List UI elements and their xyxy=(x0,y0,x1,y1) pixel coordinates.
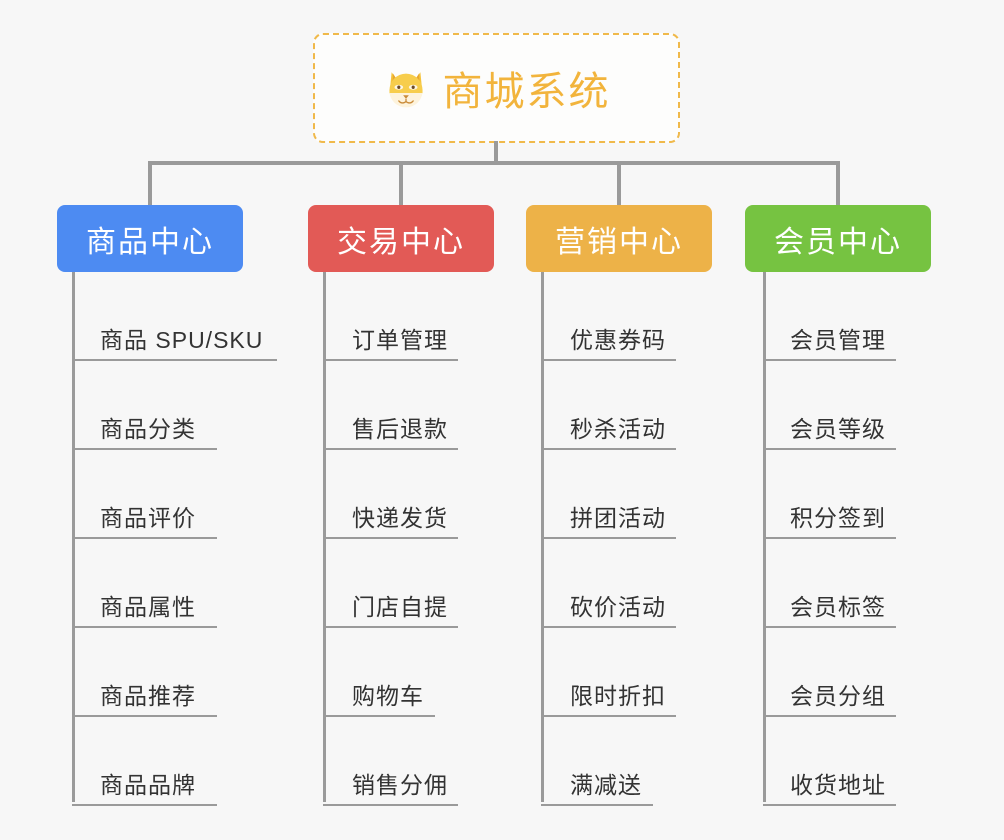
leaf-underline xyxy=(323,537,458,539)
leaf-item-label: 优惠券码 xyxy=(570,327,666,353)
leaf-item[interactable]: 收货地址 xyxy=(763,717,896,806)
leaf-item-label: 商品评价 xyxy=(100,505,196,531)
category-header-label: 会员中心 xyxy=(774,225,902,259)
leaf-item-label: 商品 SPU/SKU xyxy=(100,327,264,353)
connector-drop-2 xyxy=(399,161,403,207)
leaf-item[interactable]: 会员管理 xyxy=(763,272,896,361)
leaf-item[interactable]: 商品 SPU/SKU xyxy=(72,272,277,361)
leaf-item-label: 秒杀活动 xyxy=(570,416,666,442)
leaf-underline xyxy=(541,537,676,539)
leaf-item[interactable]: 会员标签 xyxy=(763,539,896,628)
connector-root-stem xyxy=(494,141,498,164)
leaf-underline xyxy=(72,359,277,361)
leaf-item[interactable]: 门店自提 xyxy=(323,539,458,628)
leaf-underline xyxy=(541,626,676,628)
leaf-item-label: 会员分组 xyxy=(790,683,886,709)
category-header-label: 商品中心 xyxy=(86,225,214,259)
leaf-underline xyxy=(323,448,458,450)
leaf-list-trade-center: 订单管理售后退款快递发货门店自提购物车销售分佣 xyxy=(323,272,458,806)
leaf-underline xyxy=(323,804,458,806)
leaf-underline xyxy=(323,715,435,717)
leaf-underline xyxy=(323,626,458,628)
leaf-item[interactable]: 积分签到 xyxy=(763,450,896,539)
shiba-dog-emoji xyxy=(383,65,429,111)
leaf-item[interactable]: 会员分组 xyxy=(763,628,896,717)
root-node[interactable]: 商城系统 xyxy=(313,33,680,143)
leaf-item-label: 砍价活动 xyxy=(570,594,666,620)
category-header-label: 营销中心 xyxy=(555,225,683,259)
leaf-underline xyxy=(541,359,676,361)
leaf-underline xyxy=(541,715,676,717)
leaf-item-label: 售后退款 xyxy=(352,416,448,442)
leaf-item[interactable]: 商品推荐 xyxy=(72,628,263,717)
leaf-item-label: 订单管理 xyxy=(352,327,448,353)
leaf-item-label: 满减送 xyxy=(570,772,642,798)
leaf-item[interactable]: 限时折扣 xyxy=(541,628,676,717)
leaf-underline xyxy=(763,359,896,361)
leaf-item[interactable]: 拼团活动 xyxy=(541,450,676,539)
leaf-underline xyxy=(763,715,896,717)
leaf-item[interactable]: 销售分佣 xyxy=(323,717,458,806)
category-header-label: 交易中心 xyxy=(337,225,465,259)
leaf-underline xyxy=(763,804,896,806)
root-title: 商城系统 xyxy=(442,70,611,114)
leaf-item[interactable]: 售后退款 xyxy=(323,361,458,450)
leaf-item-label: 销售分佣 xyxy=(352,772,448,798)
leaf-item-label: 拼团活动 xyxy=(570,505,666,531)
leaf-list-member-center: 会员管理会员等级积分签到会员标签会员分组收货地址 xyxy=(763,272,896,806)
leaf-item-label: 门店自提 xyxy=(352,594,448,620)
leaf-item[interactable]: 满减送 xyxy=(541,717,666,806)
leaf-item-label: 购物车 xyxy=(352,683,424,709)
connector-drop-1 xyxy=(148,161,152,207)
leaf-underline xyxy=(541,804,653,806)
category-header-product-center[interactable]: 商品中心 xyxy=(57,205,243,272)
leaf-underline xyxy=(72,626,217,628)
leaf-underline xyxy=(72,537,217,539)
leaf-item-label: 商品分类 xyxy=(100,416,196,442)
connector-horizontal-bar xyxy=(148,161,840,165)
leaf-underline xyxy=(763,537,896,539)
leaf-item[interactable]: 砍价活动 xyxy=(541,539,676,628)
leaf-item-label: 会员标签 xyxy=(790,594,886,620)
leaf-underline xyxy=(323,359,458,361)
leaf-underline xyxy=(763,448,896,450)
leaf-item-label: 收货地址 xyxy=(790,772,886,798)
leaf-item[interactable]: 会员等级 xyxy=(763,361,896,450)
category-header-trade-center[interactable]: 交易中心 xyxy=(308,205,494,272)
leaf-item-label: 会员等级 xyxy=(790,416,886,442)
leaf-item-label: 商品品牌 xyxy=(100,772,196,798)
leaf-item[interactable]: 商品分类 xyxy=(72,361,263,450)
leaf-item-label: 会员管理 xyxy=(790,327,886,353)
leaf-item-label: 快递发货 xyxy=(352,505,448,531)
leaf-item[interactable]: 秒杀活动 xyxy=(541,361,676,450)
leaf-item-label: 限时折扣 xyxy=(570,683,666,709)
leaf-list-product-center: 商品 SPU/SKU 商品分类商品评价商品属性商品推荐商品品牌 xyxy=(72,272,277,806)
leaf-item-label: 商品属性 xyxy=(100,594,196,620)
connector-drop-3 xyxy=(617,161,621,207)
leaf-item[interactable]: 购物车 xyxy=(323,628,448,717)
leaf-item-label: 积分签到 xyxy=(790,505,886,531)
leaf-item[interactable]: 商品属性 xyxy=(72,539,263,628)
category-header-member-center[interactable]: 会员中心 xyxy=(745,205,931,272)
leaf-item[interactable]: 订单管理 xyxy=(323,272,458,361)
leaf-item-label: 商品推荐 xyxy=(100,683,196,709)
leaf-underline xyxy=(72,804,217,806)
leaf-list-marketing-center: 优惠券码秒杀活动拼团活动砍价活动限时折扣满减送 xyxy=(541,272,676,806)
leaf-underline xyxy=(72,715,217,717)
leaf-item[interactable]: 优惠券码 xyxy=(541,272,676,361)
leaf-underline xyxy=(763,626,896,628)
leaf-underline xyxy=(72,448,217,450)
leaf-underline xyxy=(541,448,676,450)
leaf-item[interactable]: 商品品牌 xyxy=(72,717,263,806)
connector-drop-4 xyxy=(836,161,840,207)
leaf-item[interactable]: 商品评价 xyxy=(72,450,263,539)
category-header-marketing-center[interactable]: 营销中心 xyxy=(526,205,712,272)
leaf-item[interactable]: 快递发货 xyxy=(323,450,458,539)
